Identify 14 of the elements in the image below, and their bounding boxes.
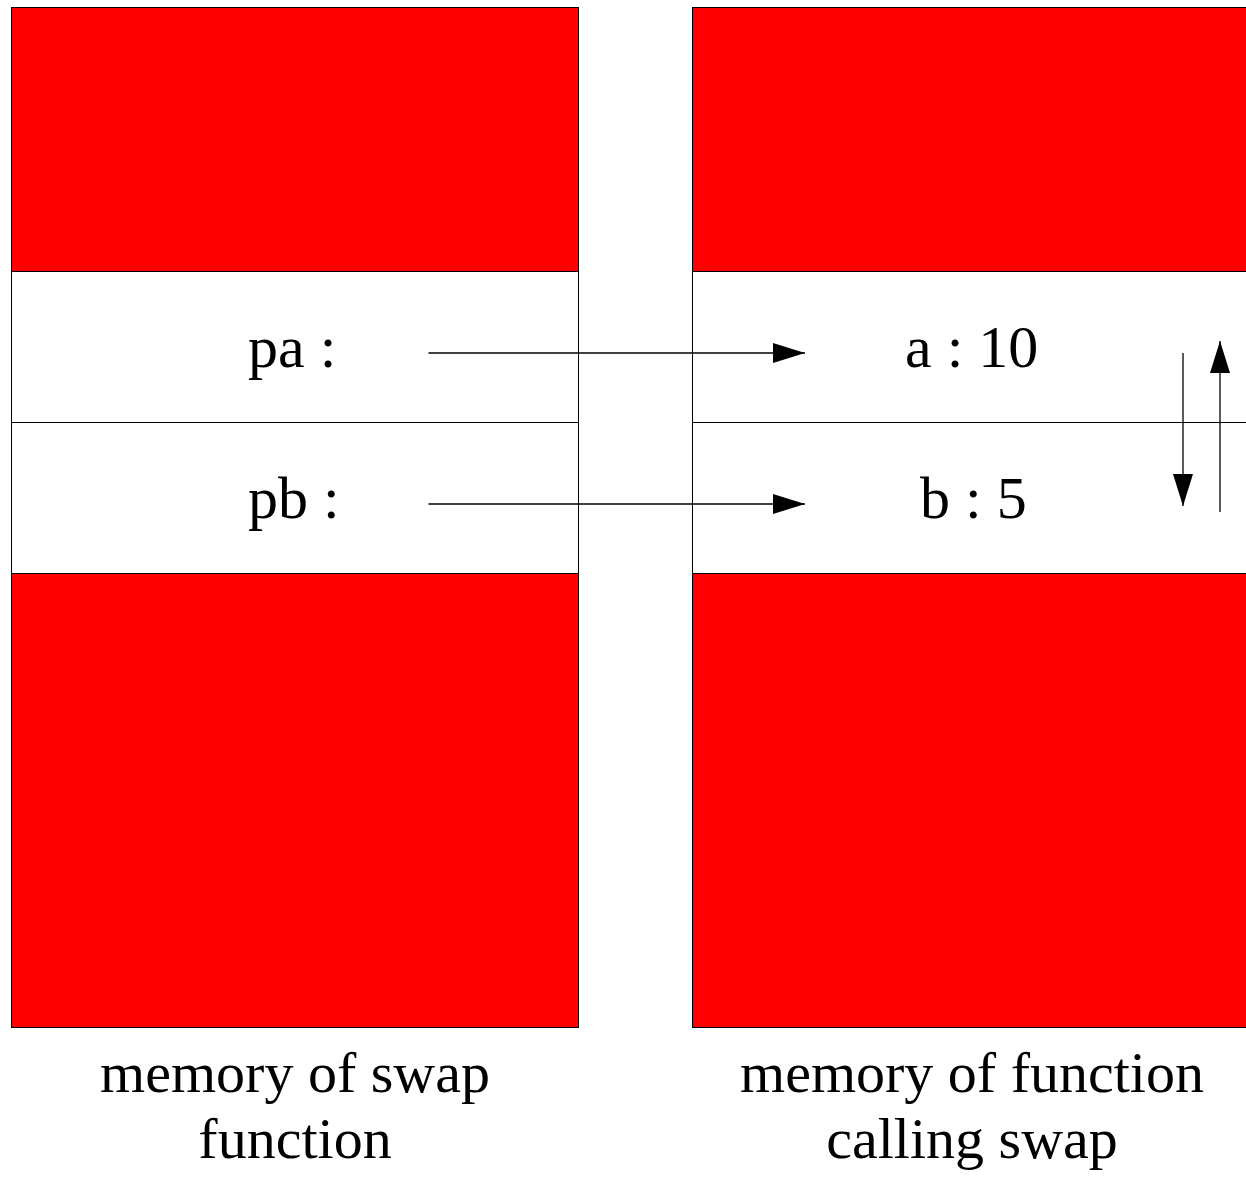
pointer-arrow bbox=[1210, 340, 1230, 513]
memory-block bbox=[692, 7, 1246, 272]
pointer-arrow bbox=[1173, 352, 1193, 507]
variable-label: a : 10 bbox=[905, 317, 1039, 377]
memory-cell bbox=[11, 271, 579, 423]
pointer-arrow bbox=[427, 343, 806, 363]
memory-block bbox=[692, 573, 1246, 1028]
memory-block bbox=[11, 573, 579, 1028]
memory-cell bbox=[11, 422, 579, 574]
memory-block bbox=[11, 7, 579, 272]
variable-label: b : 5 bbox=[920, 468, 1027, 528]
column-caption: memory of swap function bbox=[99, 1040, 491, 1172]
column-caption: memory of function calling swap bbox=[739, 1040, 1205, 1172]
pointer-arrow bbox=[427, 494, 806, 514]
